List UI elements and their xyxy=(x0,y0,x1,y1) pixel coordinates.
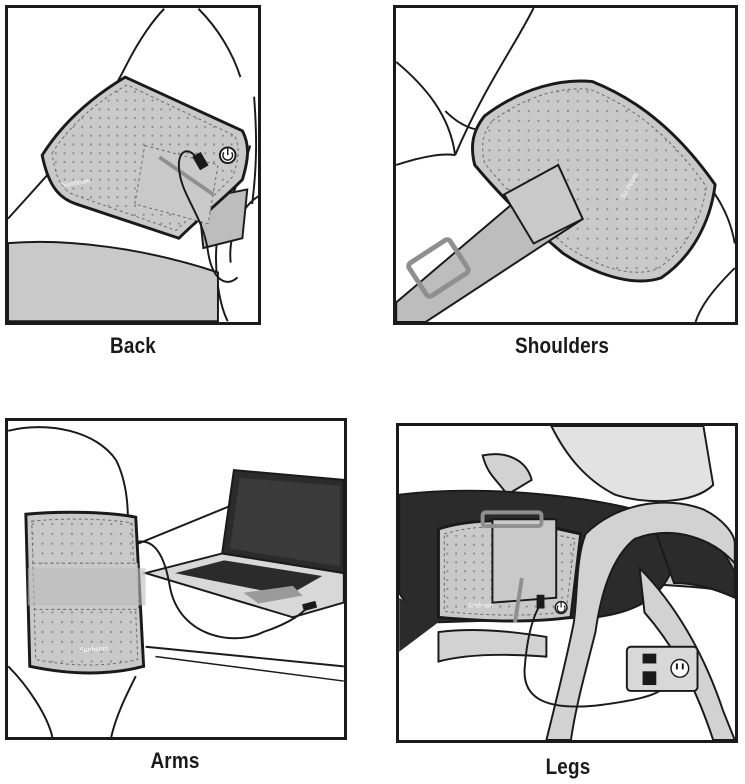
caption-legs: Legs xyxy=(504,754,633,780)
legs-illustration-panel: Sunbeam xyxy=(396,423,738,743)
caption-back: Back xyxy=(69,333,198,359)
arms-illustration-panel: Sunbeam xyxy=(5,418,347,740)
wall-outlet-icon xyxy=(627,647,698,691)
legs-illustration: Sunbeam xyxy=(399,426,735,740)
shoulders-illustration: Sunbeam xyxy=(396,8,735,322)
power-button-icon xyxy=(220,147,236,163)
caption-arms: Arms xyxy=(111,748,240,774)
back-illustration: Sunbeam xyxy=(8,8,258,322)
back-illustration-panel: Sunbeam xyxy=(5,5,261,325)
sunbeam-logo: Sunbeam xyxy=(468,603,493,610)
power-button-icon xyxy=(555,602,567,614)
laptop xyxy=(146,470,344,617)
shoulders-illustration-panel: Sunbeam xyxy=(393,5,738,325)
caption-shoulders: Shoulders xyxy=(498,333,627,359)
arms-illustration: Sunbeam xyxy=(8,421,344,737)
